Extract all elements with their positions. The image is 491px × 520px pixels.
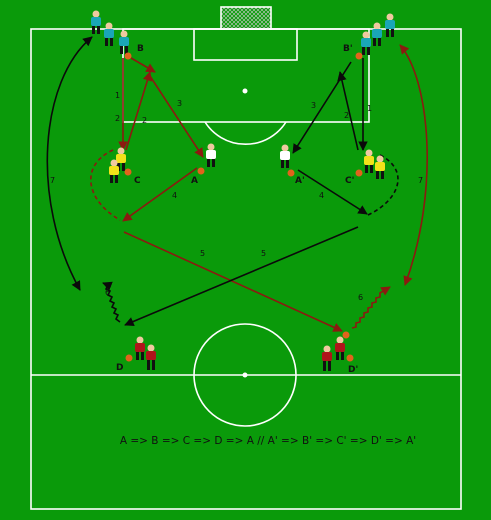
ball — [346, 354, 354, 362]
num-right-5: 5 — [261, 249, 266, 258]
player-white — [280, 144, 290, 168]
player-yellow — [375, 155, 385, 179]
num-left-5: 5 — [200, 249, 205, 258]
player-teal — [119, 30, 129, 54]
num-left-6: 6 — [105, 288, 110, 297]
ball — [124, 52, 132, 60]
pass-arrow-right-3 — [292, 61, 352, 154]
player-red — [135, 336, 145, 360]
num-right-4: 4 — [319, 191, 324, 200]
pass-arrow-right-5 — [124, 226, 359, 327]
player-white — [206, 143, 216, 167]
label-a-prime: A' — [295, 176, 305, 186]
num-left-7: 7 — [50, 176, 55, 185]
run-arrow-right-7 — [399, 44, 428, 286]
pass-arrow-left-2b — [130, 57, 156, 73]
run-arrow-left-7 — [46, 36, 93, 291]
player-red — [322, 345, 332, 371]
right-arrows — [124, 44, 428, 329]
player-group-d-prime — [322, 331, 354, 371]
pass-arrow-left-5 — [123, 231, 343, 332]
player-yellow — [364, 149, 374, 173]
num-left-1: 1 — [115, 91, 120, 100]
num-left-3: 3 — [177, 99, 182, 108]
pass-arrow-right-4 — [297, 169, 368, 215]
ball — [197, 167, 205, 175]
ball — [355, 169, 363, 177]
player-group-left-b — [91, 10, 132, 60]
label-b-prime: B' — [343, 44, 353, 54]
penalty-spot — [242, 88, 248, 94]
center-spot — [242, 372, 248, 378]
ball — [125, 354, 133, 362]
run-path-right-c — [367, 154, 399, 216]
player-red — [335, 336, 345, 360]
player-teal — [372, 22, 382, 46]
ball — [355, 52, 363, 60]
player-group-d — [125, 336, 156, 370]
player-red — [146, 344, 156, 370]
player-group-a-prime — [280, 144, 295, 177]
num-right-1: 1 — [367, 104, 372, 113]
penalty-arc — [204, 121, 287, 145]
pass-arrow-left-2 — [125, 71, 153, 151]
dribble-arrow-right-6 — [351, 286, 391, 329]
sequence-caption: A => B => C => D => A // A' => B' => C' … — [120, 435, 416, 447]
pass-arrow-left-3 — [149, 75, 204, 158]
dribble-arrow-left-6 — [102, 281, 121, 323]
player-group-right-c — [355, 149, 385, 179]
player-group-left-c — [109, 147, 132, 183]
player-teal — [91, 10, 101, 34]
position-labels: B B' A A' C C' D D' — [116, 44, 358, 375]
arrow-numbers: 1 2 2 3 4 5 6 7 1 2 3 4 5 6 7 — [50, 91, 423, 302]
num-right-2: 2 — [344, 111, 349, 120]
player-teal — [385, 13, 395, 37]
player-group-right-b — [355, 13, 395, 60]
label-d: D — [116, 363, 123, 373]
label-c-prime: C' — [345, 176, 354, 186]
num-right-7: 7 — [418, 176, 423, 185]
num-right-3: 3 — [311, 101, 316, 110]
num-right-6: 6 — [358, 293, 363, 302]
label-b: B — [137, 44, 144, 54]
num-left-4: 4 — [172, 191, 177, 200]
goal — [220, 6, 272, 30]
ball — [342, 331, 350, 339]
num-left-2: 2 — [115, 114, 120, 123]
num-left-2b: 2 — [142, 116, 147, 125]
player-teal — [361, 31, 371, 55]
pass-arrow-right-2 — [337, 71, 359, 151]
player-yellow — [109, 159, 119, 183]
ball — [287, 169, 295, 177]
left-arrows — [46, 36, 343, 332]
label-c: C — [134, 176, 141, 186]
pass-arrow-left-4 — [122, 167, 198, 222]
player-group-a — [197, 143, 216, 175]
center-circle — [193, 323, 297, 427]
label-d-prime: D' — [348, 365, 358, 375]
label-a: A — [191, 176, 198, 186]
ball — [124, 168, 132, 176]
player-teal — [104, 22, 114, 46]
